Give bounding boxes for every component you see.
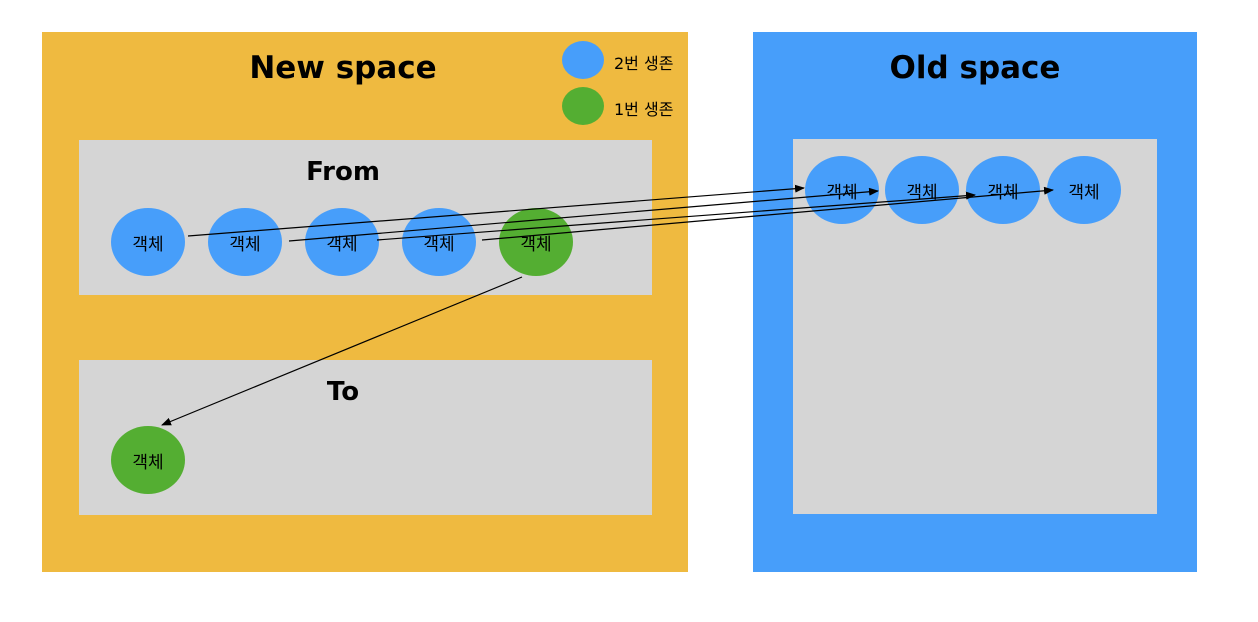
old-object-3: 객체	[966, 156, 1040, 224]
arrow-from3-to-old3	[376, 191, 976, 241]
arrow-from4-to-old4	[481, 186, 1054, 241]
arrow-from5-to-to1	[161, 276, 523, 426]
from-object-4: 객체	[402, 208, 476, 276]
new-space-title: New space	[249, 50, 437, 86]
to-title: To	[326, 377, 360, 407]
to-object-1: 객체	[111, 426, 185, 494]
arrow-from1-to-old1	[187, 184, 805, 237]
from-title: From	[306, 157, 380, 187]
from-object-3: 객체	[305, 208, 379, 276]
from-object-2: 객체	[208, 208, 282, 276]
old-object-2: 객체	[885, 156, 959, 224]
old-object-4: 객체	[1047, 156, 1121, 224]
old-object-1: 객체	[805, 156, 879, 224]
from-object-5: 객체	[499, 208, 573, 276]
old-space-title: Old space	[889, 50, 1061, 86]
from-object-1: 객체	[111, 208, 185, 276]
legend-blue-dot	[562, 41, 604, 79]
legend-green-dot	[562, 87, 604, 125]
legend-survived-twice-label: 2번 생존	[614, 54, 674, 73]
arrow-from2-to-old2	[288, 187, 879, 242]
legend-survived-once-label: 1번 생존	[614, 100, 674, 119]
